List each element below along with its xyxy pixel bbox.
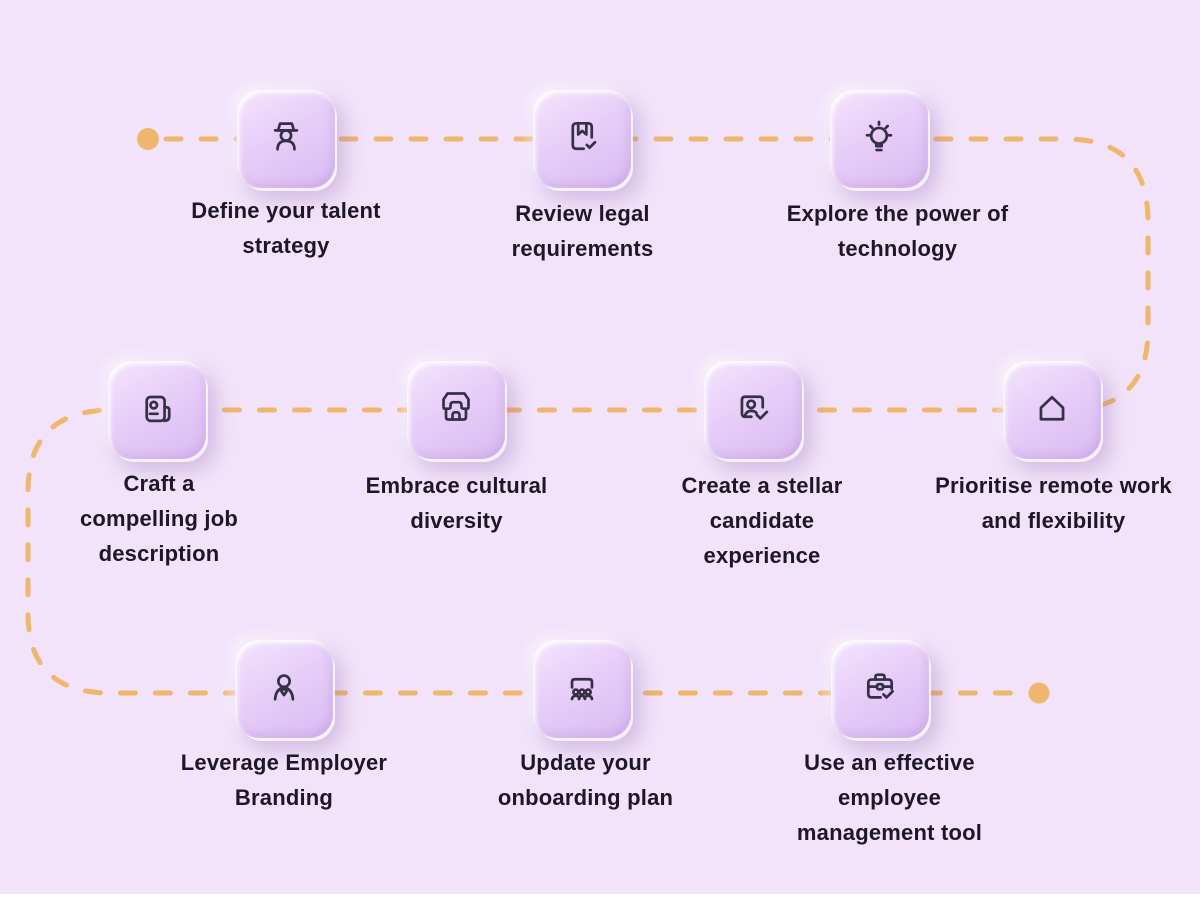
step-label: Define your talent strategy bbox=[191, 198, 381, 258]
step-label: Update your onboarding plan bbox=[497, 750, 674, 810]
step-tile bbox=[831, 640, 929, 738]
step-label: Leverage Employer Branding bbox=[180, 750, 388, 810]
step-label: Embrace cultural diversity bbox=[365, 473, 548, 533]
step-label: Prioritise remote work and flexibility bbox=[935, 473, 1172, 533]
detective-user-icon bbox=[273, 122, 299, 151]
step-tile bbox=[533, 90, 631, 188]
step-tile bbox=[407, 361, 505, 459]
step-tile bbox=[704, 361, 802, 459]
lightbulb-idea-icon bbox=[865, 120, 893, 152]
end-dot bbox=[1028, 682, 1050, 704]
step-tile bbox=[235, 640, 333, 738]
step-tile bbox=[830, 90, 928, 188]
id-card-icon bbox=[145, 395, 171, 423]
dashed-connector bbox=[25, 136, 1151, 696]
step-tile bbox=[533, 640, 631, 738]
step-tile bbox=[1003, 361, 1101, 459]
step-label: Craft a compelling job description bbox=[79, 471, 239, 566]
step-tile bbox=[108, 361, 206, 459]
step-tile bbox=[237, 90, 335, 188]
audience-icon bbox=[570, 677, 594, 701]
businessman-tie-icon bbox=[273, 674, 295, 701]
bottom-strip bbox=[0, 894, 1200, 900]
bookmark-check-icon bbox=[571, 121, 597, 151]
step-label: Create a stellar candidate experience bbox=[681, 473, 843, 568]
user-check-icon bbox=[740, 395, 769, 420]
step-label: Explore the power of technology bbox=[786, 201, 1009, 261]
step-label: Review legal requirements bbox=[511, 201, 654, 261]
step-label: Use an effective employee management too… bbox=[796, 750, 983, 845]
home-icon bbox=[1039, 395, 1065, 421]
start-dot bbox=[137, 128, 159, 150]
briefcase-check-icon bbox=[866, 673, 894, 699]
storefront-icon bbox=[442, 392, 470, 421]
